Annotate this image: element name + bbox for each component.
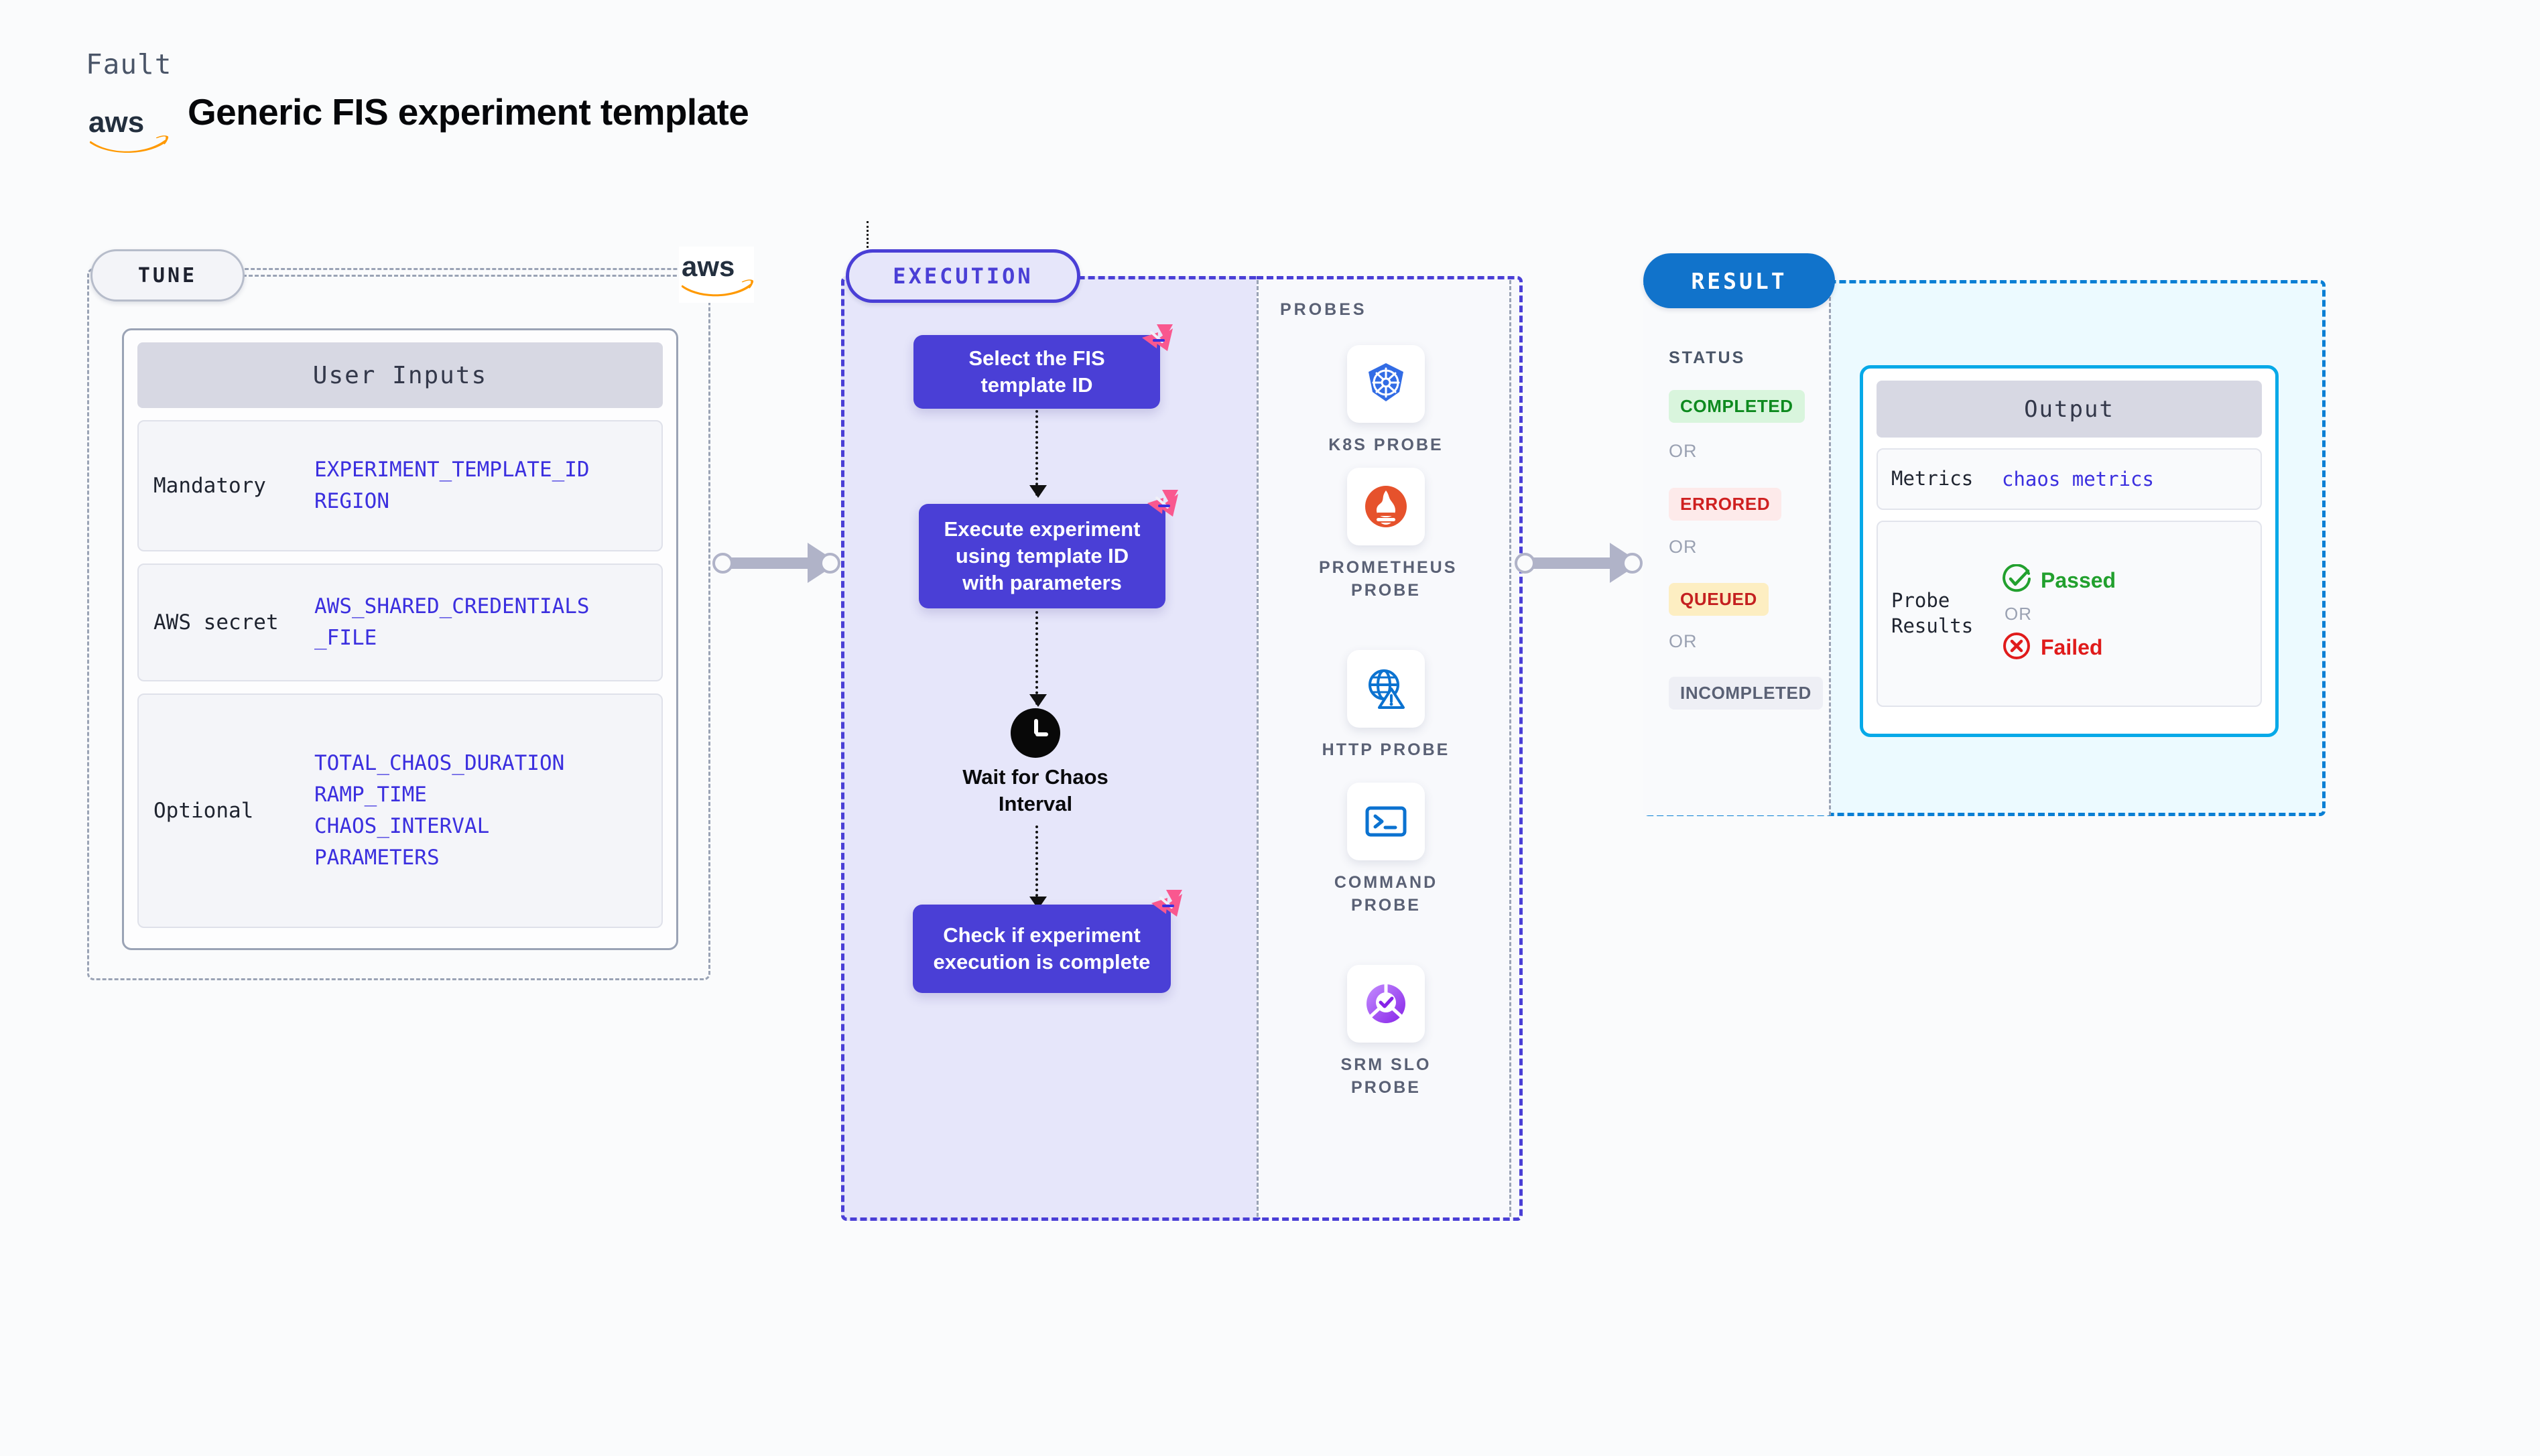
probe-http[interactable]: HTTP PROBE [1319,650,1453,762]
probe-prometheus[interactable]: PROMETHEUS PROBE [1319,468,1458,602]
input-var: AWS_SHARED_CREDENTIALS [314,594,590,618]
aws-logo-icon: aws [87,104,170,155]
status-badge-errored: ERRORED [1669,488,1782,521]
user-inputs-card: User Inputs Mandatory EXPERIMENT_TEMPLAT… [122,328,678,950]
input-row-optional: Optional TOTAL_CHAOS_DURATION RAMP_TIME … [137,693,663,928]
probe-result-passed: Passed [2002,563,2116,597]
execution-stage-pill[interactable]: EXECUTION [846,249,1080,303]
input-var: RAMP_TIME [314,782,427,807]
failed-label: Failed [2041,635,2103,659]
or-label: OR [1669,631,1698,651]
probe-result-failed: Failed [2002,631,2116,664]
status-column [1643,285,1831,815]
tune-section-panel [87,268,710,980]
status-badge-completed: COMPLETED [1669,390,1805,423]
probe-k8s[interactable]: K8S PROBE [1319,345,1453,457]
result-stage-pill[interactable]: RESULT [1643,253,1835,308]
probe-srm-slo[interactable]: SRM SLO PROBE [1319,965,1453,1100]
execution-section-panel [841,276,1257,1221]
passed-label: Passed [2041,568,2116,592]
arrow-execution-to-result [1509,543,1647,583]
probe-label: COMMAND PROBE [1334,873,1438,915]
execution-node-select-template[interactable]: Select the FIS template ID [913,335,1160,409]
execution-top-tick [867,221,869,252]
output-title: Output [1877,381,2262,438]
or-label: OR [1669,537,1698,557]
row-values: AWS_SHARED_CREDENTIALS _FILE [314,591,590,654]
shuriken-icon [1138,322,1176,359]
input-var: CHAOS_INTERVAL [314,814,490,838]
probe-label: HTTP PROBE [1322,740,1450,759]
or-label: OR [2005,603,2032,624]
row-values: EXPERIMENT_TEMPLATE_ID REGION [314,454,590,517]
tune-stage-pill[interactable]: TUNE [90,249,245,302]
connector-wait-node3 [1029,825,1047,909]
status-title: STATUS [1669,348,1746,367]
row-label: AWS secret [153,610,279,635]
probe-results-values: Passed OR Failed [2002,563,2116,664]
row-label: Optional [153,799,254,823]
metrics-value: chaos metrics [2002,468,2154,490]
input-row-mandatory: Mandatory EXPERIMENT_TEMPLATE_ID REGION [137,420,663,551]
probes-title: PROBES [1280,300,1367,319]
shuriken-icon [1147,887,1185,925]
arrow-tune-to-execution [707,543,844,583]
output-card: Output Metrics chaos metrics Probe Resul… [1860,365,2279,737]
kubernetes-icon [1347,345,1425,423]
output-row-probe-results: Probe Results Passed OR [1877,521,2262,707]
execution-node-execute-experiment[interactable]: Execute experiment using template ID wit… [919,504,1165,608]
aws-badge-icon: aws [679,247,754,303]
tune-connector-dashed-line [243,275,689,277]
srm-slo-icon [1347,965,1425,1043]
status-badge-incompleted: INCOMPLETED [1669,677,1823,710]
http-globe-alert-icon [1347,650,1425,728]
input-var: REGION [314,489,389,513]
connector-node2-wait [1029,611,1047,707]
x-circle-icon [2002,631,2031,664]
probes-section-panel [1257,276,1523,1221]
svg-text:aws: aws [88,106,144,139]
clock-icon [1011,708,1060,758]
wait-for-chaos-interval-label: Wait for Chaos Interval [962,765,1108,816]
input-var: _FILE [314,626,377,650]
row-label: Mandatory [153,474,266,498]
output-row-metrics: Metrics chaos metrics [1877,448,2262,510]
header-eyebrow: Fault [86,48,172,80]
input-var: EXPERIMENT_TEMPLATE_ID [314,457,590,482]
svg-text:aws: aws [682,251,735,282]
input-var: PARAMETERS [314,846,440,870]
probe-label: PROMETHEUS PROBE [1319,558,1458,600]
shuriken-icon [1143,487,1181,525]
status-badge-queued: QUEUED [1669,583,1769,616]
probe-label: SRM SLO PROBE [1340,1055,1432,1097]
input-var: TOTAL_CHAOS_DURATION [314,750,565,775]
row-values: TOTAL_CHAOS_DURATION RAMP_TIME CHAOS_INT… [314,748,564,874]
probes-inner-divider [1257,280,1511,1217]
metrics-label: Metrics [1891,467,1974,490]
connector-node1-node2 [1029,410,1047,498]
user-inputs-title: User Inputs [137,342,663,408]
probe-label: K8S PROBE [1328,436,1444,454]
probe-results-label: Probe Results [1891,589,1974,637]
input-row-aws-secret: AWS secret AWS_SHARED_CREDENTIALS _FILE [137,564,663,681]
check-circle-icon [2002,563,2031,597]
page-title: Generic FIS experiment template [188,91,749,133]
or-label: OR [1669,441,1698,461]
execution-node-check-complete[interactable]: Check if experiment execution is complet… [913,905,1171,993]
prometheus-icon [1347,468,1425,545]
terminal-icon [1347,783,1425,860]
probe-command[interactable]: COMMAND PROBE [1319,783,1453,917]
